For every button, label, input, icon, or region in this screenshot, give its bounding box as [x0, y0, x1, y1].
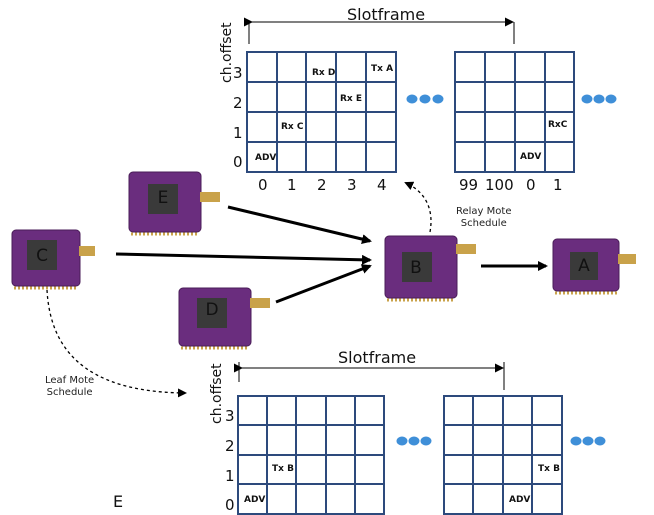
relay-axis-label: ch.offset [219, 22, 235, 83]
mote-b-label: B [410, 258, 422, 278]
schedule-pointers [46, 181, 432, 398]
relay-grid-left [246, 51, 397, 173]
relay-col-label-100: 100 [485, 176, 514, 194]
relay-col-label-1b: 1 [553, 176, 563, 194]
leaf-cell-adv-right: ADV [509, 495, 531, 505]
arrow-c-to-b [115, 252, 372, 265]
relay-col-label-99: 99 [459, 176, 479, 194]
arrow-e-to-b [227, 205, 372, 244]
relay-slotframe-title: Slotframe [347, 5, 426, 24]
mote-b [384, 235, 476, 302]
relay-schedule-pointer [404, 181, 432, 233]
relay-cell-rx-d: Rx D [312, 68, 336, 78]
mote-c-label: C [36, 246, 48, 266]
relay-cell-adv: ADV [255, 153, 277, 163]
mote-d-label: D [205, 300, 219, 320]
relay-col-label-0: 0 [258, 176, 268, 194]
relay-cell-rx-e: Rx E [340, 94, 363, 104]
relay-row-label-0: 0 [233, 153, 243, 171]
link-arrows [115, 205, 548, 304]
mote-a [552, 238, 636, 295]
mote-e [128, 171, 220, 236]
relay-col-label-1: 1 [287, 176, 297, 194]
leaf-row-label-3: 3 [225, 407, 235, 425]
arrow-d-to-b [275, 264, 372, 304]
leaf-row-label-1: 1 [225, 467, 235, 485]
mote-d [178, 287, 270, 350]
relay-col-label-0b: 0 [526, 176, 536, 194]
relay-ellipsis-right [581, 94, 617, 104]
relay-row-label-1: 1 [233, 124, 243, 142]
leaf-schedule-pointer [46, 289, 187, 398]
leaf-slotframe-dimension [234, 362, 505, 390]
leaf-ellipsis-right [570, 436, 606, 446]
leaf-cell-tx-b-right: Tx B [538, 464, 560, 474]
leaf-slotframe-title: Slotframe [338, 348, 417, 367]
relay-ellipsis-middle [406, 94, 444, 104]
mote-e-label: E [157, 188, 169, 208]
relay-col-label-3: 3 [347, 176, 357, 194]
leaf-ellipsis-middle [396, 436, 432, 446]
leaf-cell-adv: ADV [244, 495, 266, 505]
relay-col-label-4: 4 [377, 176, 387, 194]
mote-a-label: A [578, 256, 590, 276]
relay-grid-right [454, 51, 575, 173]
leaf-row-label-2: 2 [225, 437, 235, 455]
relay-row-label-2: 2 [233, 94, 243, 112]
corner-label: E [113, 492, 124, 511]
leaf-grid-left [237, 395, 385, 515]
leaf-grid-right [443, 395, 563, 515]
leaf-axis-label: ch.offset [209, 363, 225, 424]
leaf-schedule-caption: Leaf Mote Schedule [45, 375, 95, 398]
leaf-row-label-0: 0 [225, 496, 235, 514]
relay-cell-rxc-right: RxC [548, 120, 568, 130]
leaf-cell-tx-b: Tx B [272, 464, 294, 474]
relay-slotframe-dimension [244, 17, 515, 44]
relay-cell-adv-right: ADV [520, 152, 542, 162]
relay-schedule-caption: Relay Mote Schedule [456, 206, 512, 229]
relay-col-label-2: 2 [317, 176, 327, 194]
relay-row-label-3: 3 [233, 64, 243, 82]
relay-cell-rx-c: Rx C [281, 122, 304, 132]
mote-c [11, 229, 95, 290]
relay-cell-tx-a: Tx A [371, 64, 394, 74]
